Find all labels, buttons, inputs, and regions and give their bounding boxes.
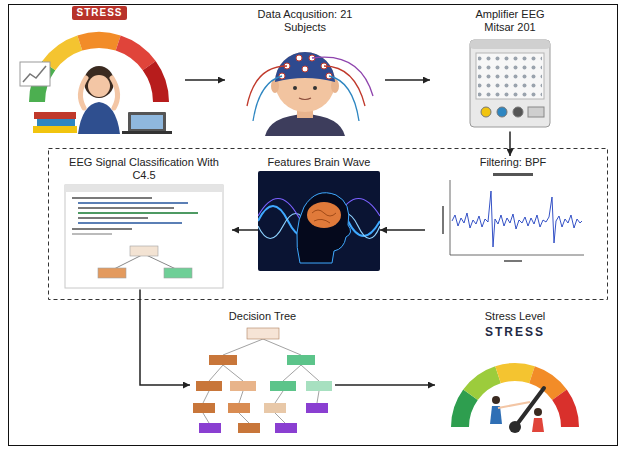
dashed-group-box [49,149,608,300]
flow-arrow [140,289,190,385]
illustrated-step: Data Acqusition: 21 Subjects [225,8,385,136]
flow-arrow [380,229,425,231]
step-heading: STRESS [72,6,126,20]
illustrated-step: Features Brain Wave [258,156,380,271]
illustrated-step: STRESS [14,6,185,134]
eeg-cap-illustration [225,36,385,136]
stress-gauge [440,342,590,434]
code-screenshot [64,184,224,289]
illustrated-step: Decision Tree [190,310,335,437]
outer-border [9,5,618,446]
step-heading: Decision Tree [229,310,296,323]
flow-arrow [232,229,258,231]
amplifier-device [430,36,590,131]
step-heading: Data Acqusition: 21 Subjects [258,8,353,34]
stress-illustration [14,22,185,134]
flow-arrow [509,131,511,156]
illustrated-step: EEG Signal Classification With C4.5 [56,156,232,289]
gauge-word: STRESS [485,325,545,339]
step-heading: Features Brain Wave [268,156,371,169]
step-heading: Amplifier EEG Mitsar 201 [463,8,558,34]
decision-tree-image [193,325,333,437]
flow-arrow [185,79,225,81]
illustrated-step: Filtering: BPF [425,156,601,266]
illustrated-step: Amplifier EEG Mitsar 201 [430,8,590,131]
step-heading: EEG Signal Classification With C4.5 [56,156,232,182]
illustrated-step: Stress LevelSTRESS [435,310,595,434]
flow-arrow [385,79,430,81]
brain-wave-image [258,171,380,271]
flow-arrow [335,384,435,386]
filtered-signal-plot [438,171,588,266]
step-heading: Filtering: BPF [480,156,547,169]
step-heading: Stress Level [485,310,546,323]
